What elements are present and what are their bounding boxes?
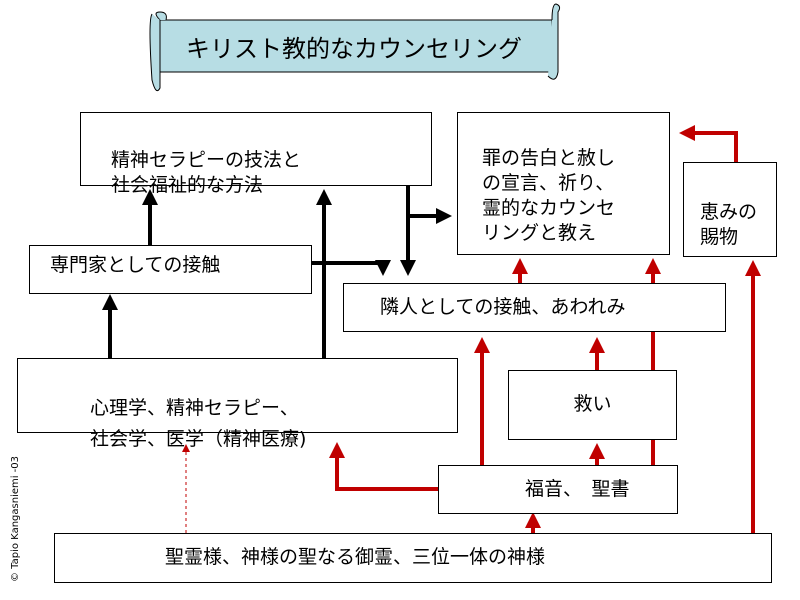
box-confession-text: 罪の告白と赦し の宣言、祈り、 霊的なカウンセ リングと教え <box>482 147 616 245</box>
box-confession: 罪の告白と赦し の宣言、祈り、 霊的なカウンセ リングと教え <box>457 112 670 255</box>
box-salvation-text: 救い <box>573 393 612 416</box>
box-gospel-scripture-text: 福音、 聖書 <box>525 478 630 500</box>
box-psychotherapy-methods: 精神セラピーの技法と 社会福祉的な方法 <box>80 112 432 196</box>
arrow-gifts-to-confession <box>679 125 738 162</box>
box-psychology-text: 心理学、精神セラピー、 社会学、医学（精神医療) <box>90 397 307 450</box>
box-psychotherapy-methods-text: 精神セラピーの技法と 社会福祉的な方法 <box>111 149 302 197</box>
box-gifts-of-grace-text: 恵みの 賜物 <box>700 201 758 249</box>
arrow-professional-to-neighbor <box>312 260 391 276</box>
box-holy-spirit-text: 聖霊様、神様の聖なる御霊、三位一体の神様 <box>165 546 546 568</box>
arrow-gospel-to-psychology <box>329 442 438 491</box>
box-salvation: 救い <box>508 370 677 440</box>
box-professional-contact: 専門家としての接触 <box>29 245 312 294</box>
box-neighbor-contact-text: 隣人としての接触、あわれみ <box>380 296 626 318</box>
copyright-credit: © Tapio Kangasniemi -03 <box>10 455 21 582</box>
box-professional-contact-text: 専門家としての接触 <box>50 254 221 276</box>
box-gospel-scripture: 福音、 聖書 <box>438 465 678 514</box>
box-gifts-of-grace: 恵みの 賜物 <box>683 162 777 257</box>
title-scroll <box>149 3 561 92</box>
box-neighbor-contact: 隣人としての接触、あわれみ <box>343 283 726 332</box>
page-title: キリスト教的なカウンセリング <box>186 34 522 63</box>
box-holy-spirit: 聖霊様、神様の聖なる御霊、三位一体の神様 <box>54 533 772 583</box>
box-psychology: 心理学、精神セラピー、 社会学、医学（精神医療) <box>17 358 458 450</box>
black-arrows <box>102 185 452 358</box>
